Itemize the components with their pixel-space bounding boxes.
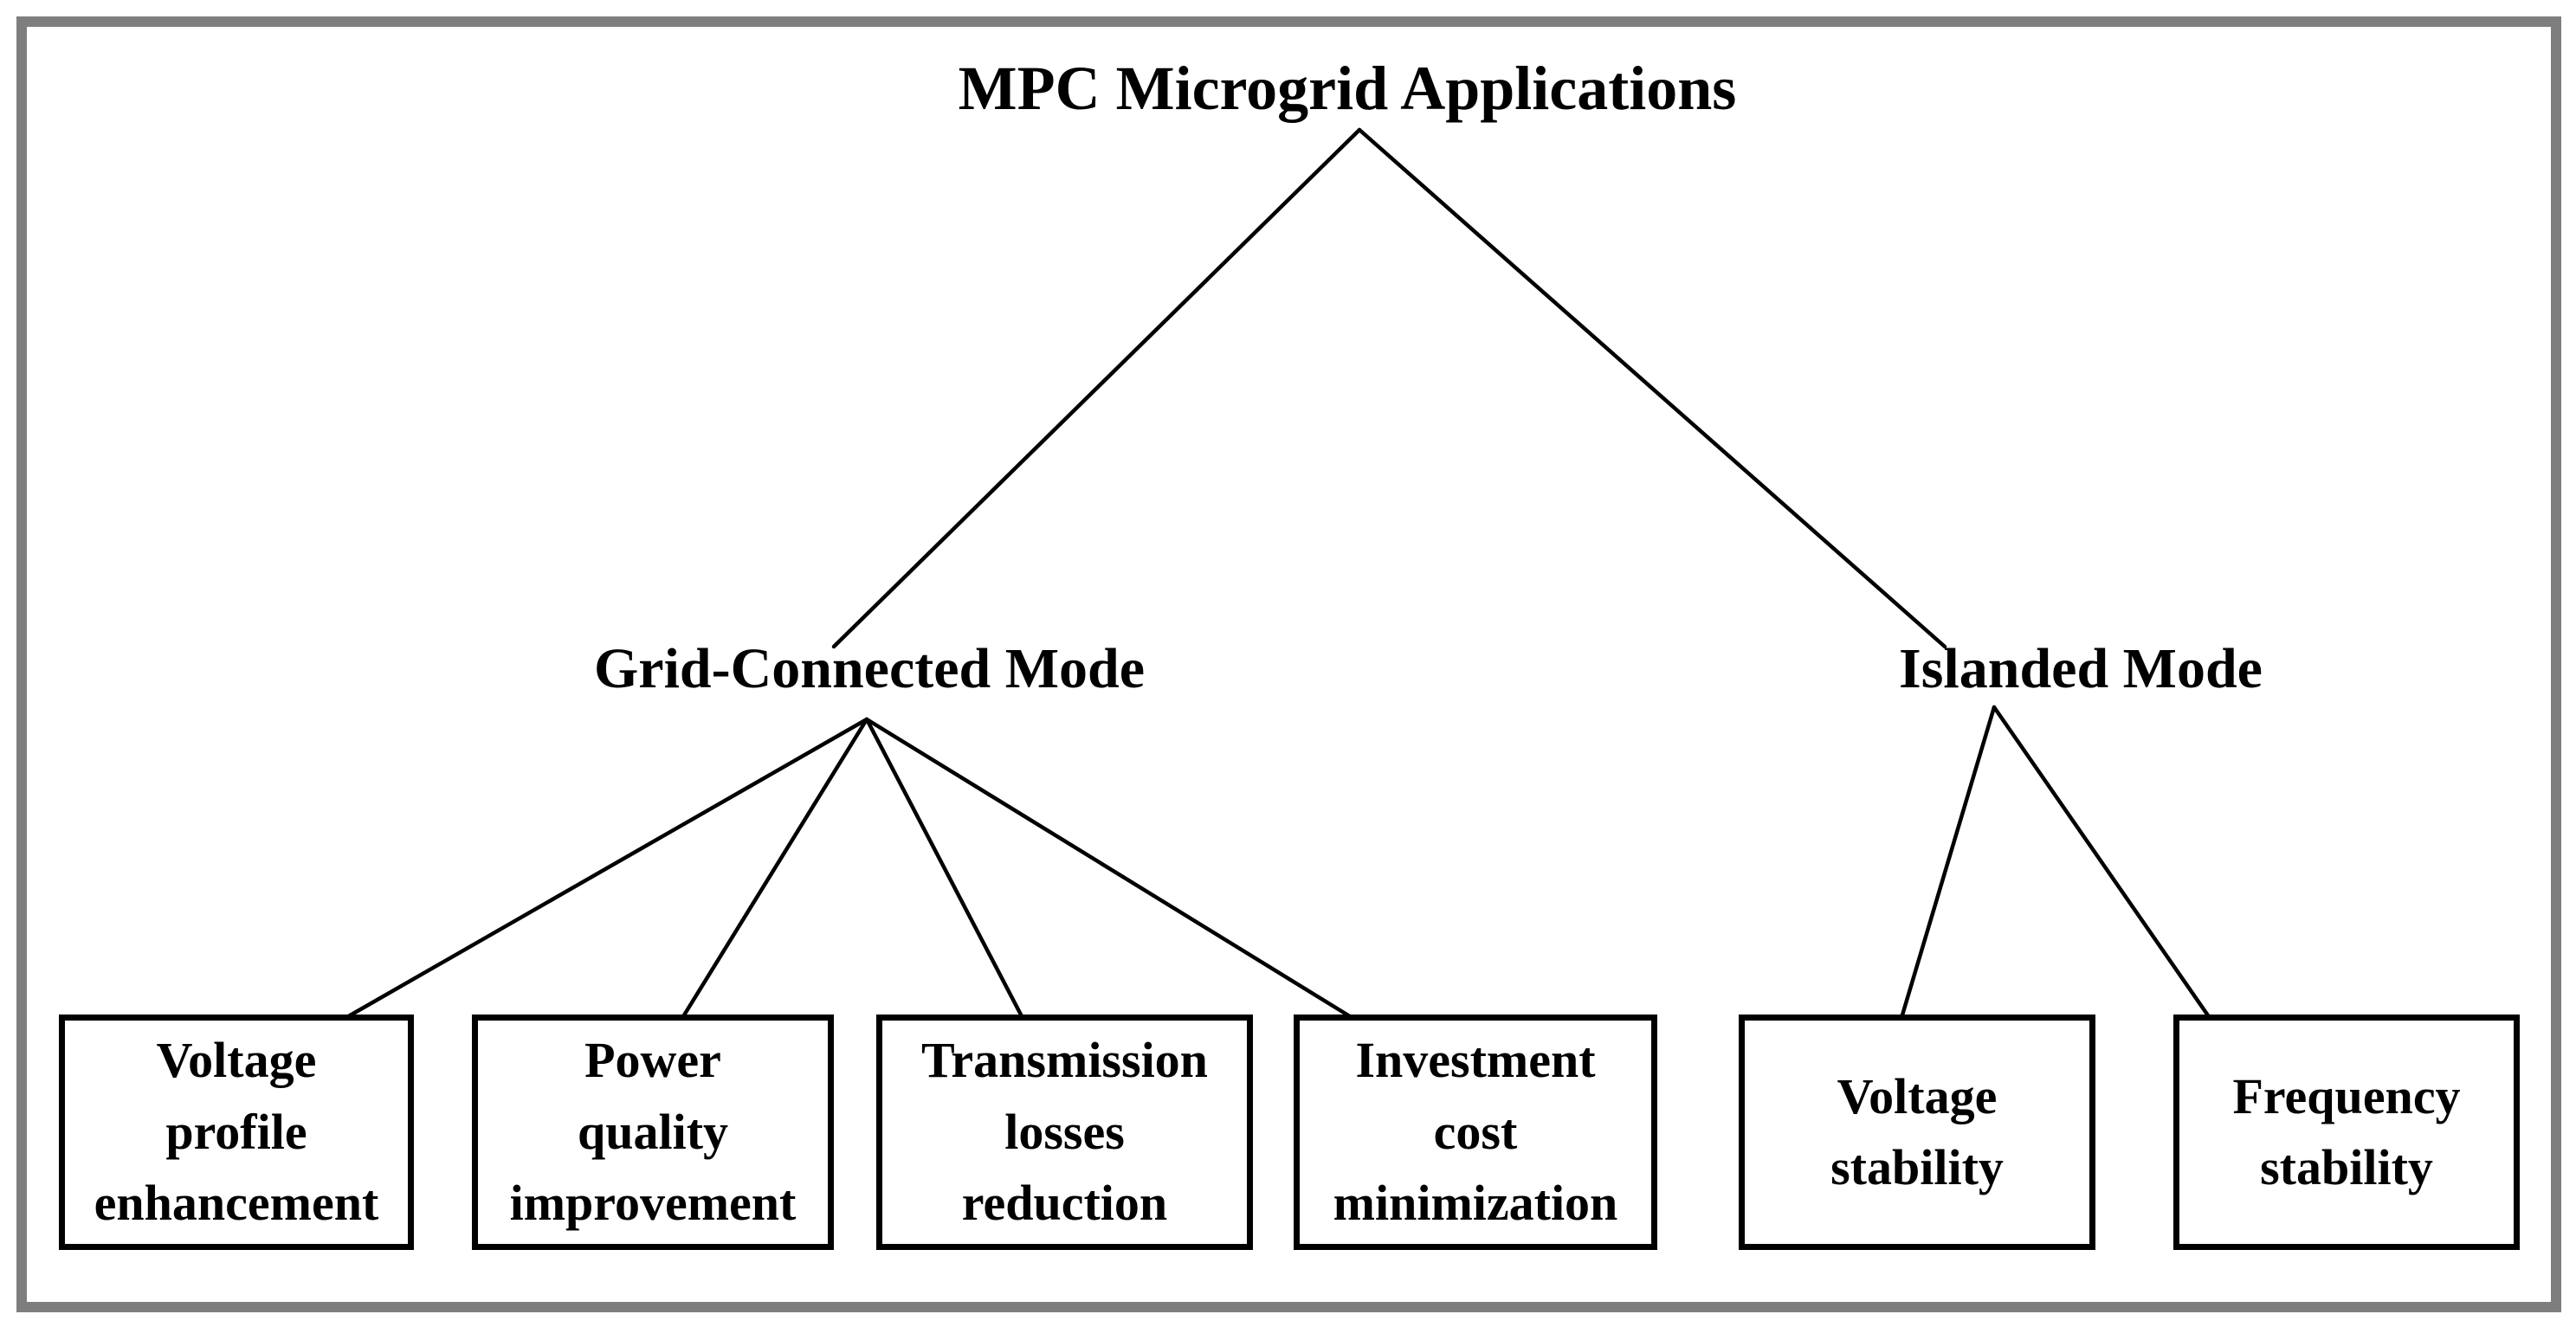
leaf-label-transmission-losses-reduction: Transmission losses reduction (921, 1032, 1208, 1232)
edge-grid-to-investment-cost (864, 717, 1355, 1021)
leaf-box-frequency-stability: Frequency stability (2173, 1015, 2520, 1250)
edge-grid-to-power-quality (680, 717, 869, 1021)
edge-grid-to-voltage-profile (343, 717, 869, 1021)
root-node-title: MPC Microgrid Applications (958, 54, 1737, 123)
leaf-label-investment-cost-minimization: Investment cost minimization (1333, 1032, 1618, 1232)
edge-grid-to-transmission-losses (864, 717, 1025, 1021)
leaf-label-frequency-stability: Frequency stability (2232, 1067, 2461, 1195)
leaf-box-investment-cost-minimization: Investment cost minimization (1294, 1015, 1657, 1250)
edge-root-to-islanded-mode (1357, 127, 1947, 649)
leaf-box-voltage-profile-enhancement: Voltage profile enhancement (59, 1015, 414, 1250)
node-islanded-mode: Islanded Mode (1899, 637, 2263, 700)
leaf-label-voltage-profile-enhancement: Voltage profile enhancement (94, 1032, 379, 1232)
leaf-label-power-quality-improvement: Power quality improvement (509, 1032, 797, 1232)
edge-root-to-grid-connected-mode (831, 127, 1362, 649)
node-grid-connected-mode: Grid-Connected Mode (593, 637, 1146, 700)
leaf-label-voltage-stability: Voltage stability (1830, 1067, 2004, 1195)
leaf-box-voltage-stability: Voltage stability (1739, 1015, 2095, 1250)
leaf-box-power-quality-improvement: Power quality improvement (472, 1015, 834, 1250)
edge-islanded-to-voltage-stability (1899, 705, 1997, 1021)
edge-islanded-to-frequency-stability (1992, 705, 2212, 1021)
leaf-box-transmission-losses-reduction: Transmission losses reduction (876, 1015, 1253, 1250)
